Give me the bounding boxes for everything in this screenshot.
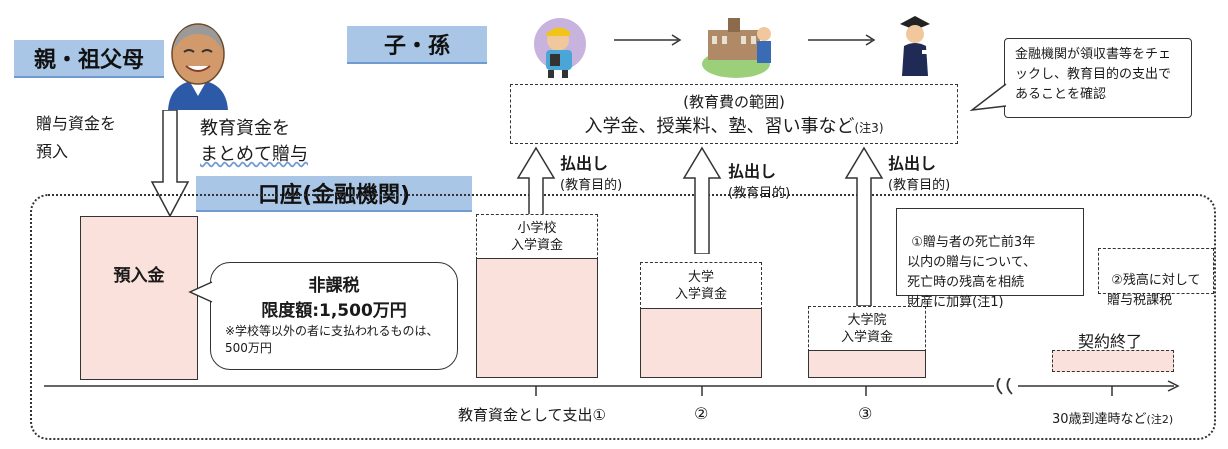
withdraw-arrow-1 — [516, 146, 556, 217]
elementary-fund-box: 小学校 入学資金 — [476, 214, 598, 260]
bubble-pointer — [188, 280, 214, 306]
gift-note-line2: まとめて贈与 — [200, 144, 308, 165]
withdraw-purpose-3: (教育目的) — [888, 178, 951, 193]
tax-free-label: 非課税 — [308, 276, 360, 296]
age-30-row: 30歳到達時など(注2) — [1052, 408, 1173, 427]
arrow-right-icon-2 — [808, 32, 878, 46]
children-label: 子・孫 — [383, 34, 450, 59]
university-building-icon — [700, 10, 780, 82]
withdraw-arrow-2 — [682, 146, 722, 255]
parents-label: 親・祖父母 — [33, 48, 144, 73]
university-fund-box: 大学 入学資金 — [640, 262, 762, 310]
bank-check-text: 金融機関が領収書等をチェックし、教育目的の支出であることを確認 — [1015, 47, 1172, 102]
withdraw-text-1: 払出し — [560, 154, 609, 173]
university-fund-label: 大学 入学資金 — [674, 270, 727, 302]
withdraw-arrow-3 — [844, 146, 884, 307]
scope-box: (教育費の範囲) 入学金、授業料、塾、習い事など(注3) — [510, 84, 958, 144]
contract-end-box — [1052, 350, 1174, 372]
deposit-note: 贈与資金を 預入 — [36, 110, 116, 166]
scope-title: (教育費の範囲) — [683, 92, 785, 111]
scope-body-row: 入学金、授業料、塾、習い事など(注3) — [585, 112, 884, 138]
withdraw-label-3: 払出し (教育目的) — [888, 150, 950, 193]
tax-free-bubble: 非課税 限度額:1,500万円 ※学校等以外の者に支払われるものは、500万円 — [210, 262, 458, 370]
withdraw-label-2: 払出し (教育目的) — [728, 158, 790, 201]
withdraw-text-2: 払出し — [728, 162, 777, 181]
inheritance-note-text: ①贈与者の死亡前3年 以内の贈与について、 死亡時の残高を相続 財産に加算(注1… — [907, 235, 1037, 310]
withdraw-purpose-2: (教育目的) — [728, 186, 791, 201]
graduate-fund-label: 大学院 入学資金 — [840, 313, 893, 345]
deposit-note-line1: 贈与資金を — [36, 114, 117, 133]
scope-body: 入学金、授業料、塾、習い事など — [584, 115, 855, 137]
parents-tag: 親・祖父母 — [14, 40, 164, 78]
deposit-note-line2: 預入 — [36, 142, 69, 161]
bank-check-callout: 金融機関が領収書等をチェックし、教育目的の支出であることを確認 — [1004, 38, 1192, 118]
graduate-icon — [890, 10, 940, 80]
spend-label-2: ② — [694, 404, 709, 423]
inheritance-note-box: ①贈与者の死亡前3年 以内の贈与について、 死亡時の残高を相続 財産に加算(注1… — [896, 208, 1084, 310]
child-icon — [528, 14, 592, 80]
withdraw-text-3: 払出し — [888, 154, 937, 173]
gift-tax-note-text: ②残高に対して 贈与税課税 — [1107, 273, 1201, 308]
withdraw-purpose-1: (教育目的) — [560, 178, 623, 193]
age-30-note: (注2) — [1146, 413, 1174, 426]
timeline-axis — [44, 377, 1184, 398]
contract-end-label: 契約終了 — [1078, 332, 1143, 351]
university-balance — [640, 308, 762, 378]
scope-note: (注3) — [854, 120, 884, 135]
deposit-arrow — [150, 109, 190, 218]
account-frame — [30, 194, 1216, 440]
elementary-balance — [476, 258, 598, 378]
children-tag: 子・孫 — [347, 26, 487, 64]
callout-pointer — [969, 80, 1010, 120]
gift-note-line1: 教育資金を — [200, 118, 290, 139]
deposit-balance-box: 預入金 — [80, 216, 198, 380]
grandparent-icon — [162, 20, 234, 110]
spend-label-1: 教育資金として支出① — [458, 406, 606, 424]
gift-tax-note-box: ②残高に対して 贈与税課税 — [1098, 248, 1214, 308]
graduate-balance — [808, 350, 926, 378]
deposit-balance-label: 預入金 — [113, 265, 165, 286]
withdraw-label-1: 払出し (教育目的) — [560, 150, 622, 193]
graduate-fund-box: 大学院 入学資金 — [808, 306, 926, 352]
spend-label-3: ③ — [858, 404, 873, 423]
limit-note: ※学校等以外の者に支払われるものは、500万円 — [225, 324, 439, 355]
gift-note: 教育資金を まとめて贈与 — [200, 116, 308, 168]
arrow-right-icon — [614, 32, 684, 46]
elementary-fund-label: 小学校 入学資金 — [510, 221, 563, 253]
age-30-label: 30歳到達時など — [1052, 412, 1147, 427]
limit-label: 限度額:1,500万円 — [261, 301, 407, 321]
